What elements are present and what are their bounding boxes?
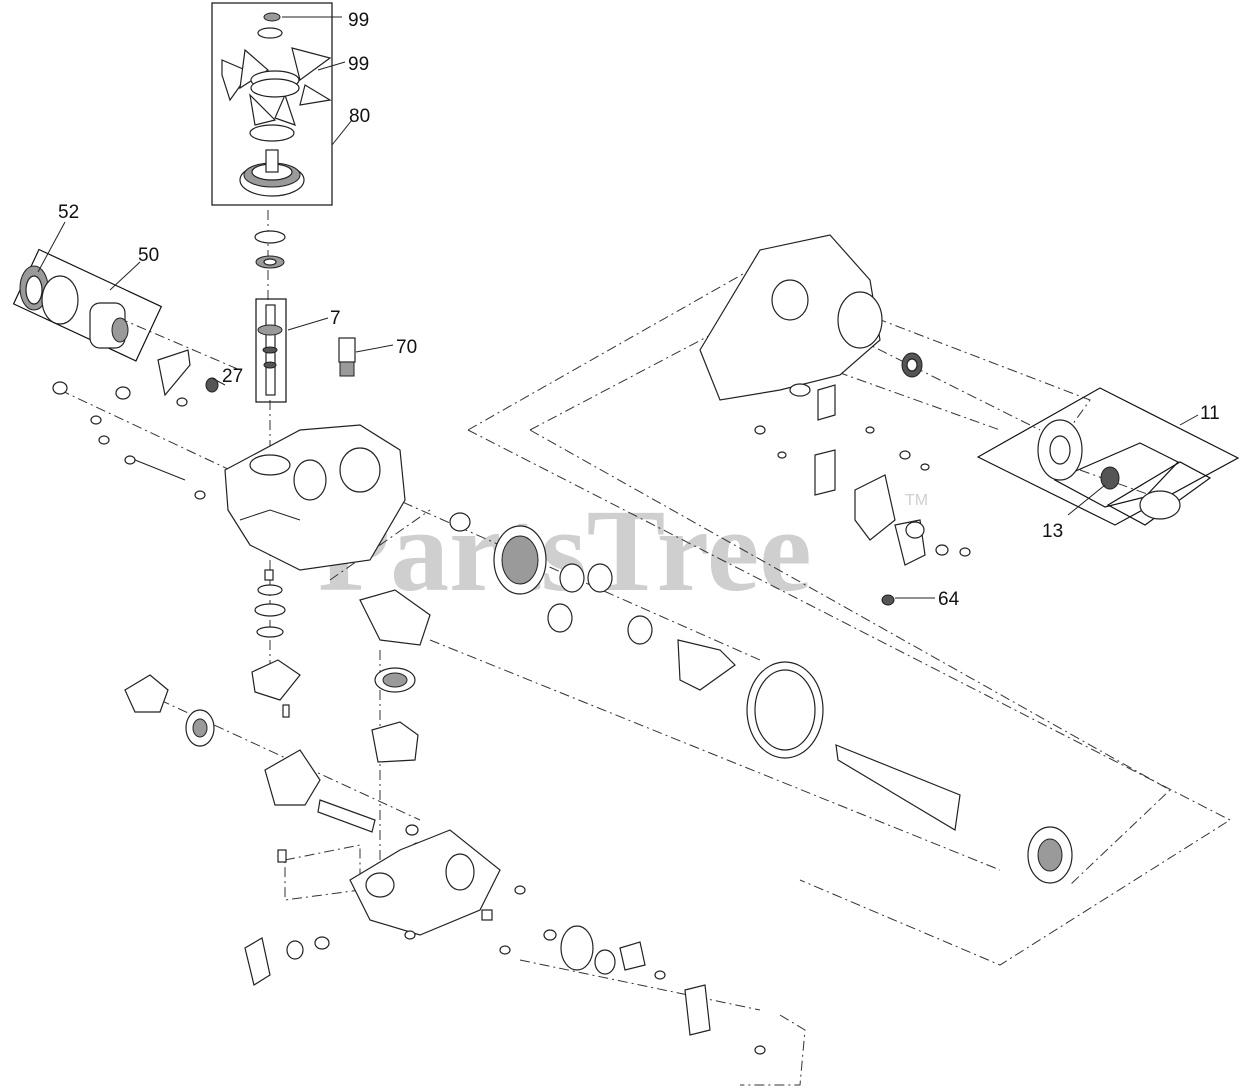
callout-leaders	[37, 16, 1199, 599]
main-housing-left[interactable]	[224, 424, 406, 718]
assembly-lines	[59, 210, 1232, 1086]
vent-fitting[interactable]	[338, 337, 356, 377]
callout-11[interactable]: 11	[1200, 403, 1220, 424]
fan-pulley-assembly[interactable]	[211, 2, 333, 206]
gear-train[interactable]	[359, 512, 736, 763]
housing-right[interactable]	[699, 234, 971, 606]
callout-52[interactable]: 52	[58, 202, 79, 223]
callout-50[interactable]: 50	[138, 245, 159, 266]
callout-64[interactable]: 64	[938, 589, 960, 610]
watermark-trademark: TM	[905, 492, 928, 509]
callout-13[interactable]: 13	[1042, 521, 1063, 542]
callout-70[interactable]: 70	[396, 337, 417, 358]
small-hardware-left[interactable]	[52, 349, 219, 500]
filter-assembly[interactable]	[12, 248, 163, 362]
input-shaft-assembly[interactable]	[254, 230, 287, 403]
callout-7[interactable]: 7	[330, 308, 341, 329]
callout-99-a[interactable]: 99	[348, 10, 369, 31]
callout-80[interactable]: 80	[349, 106, 370, 127]
wheel-hub-assembly[interactable]	[976, 387, 1240, 526]
lower-pump-assembly[interactable]	[124, 674, 766, 1055]
fan-group-box	[211, 2, 333, 206]
callout-99-b[interactable]: 99	[348, 54, 369, 75]
callout-labels: 99 99 80 52 50 7 70 27 11 13 64	[58, 10, 1220, 610]
output-shaft-assembly[interactable]	[746, 661, 1073, 884]
callout-27[interactable]: 27	[222, 366, 243, 387]
